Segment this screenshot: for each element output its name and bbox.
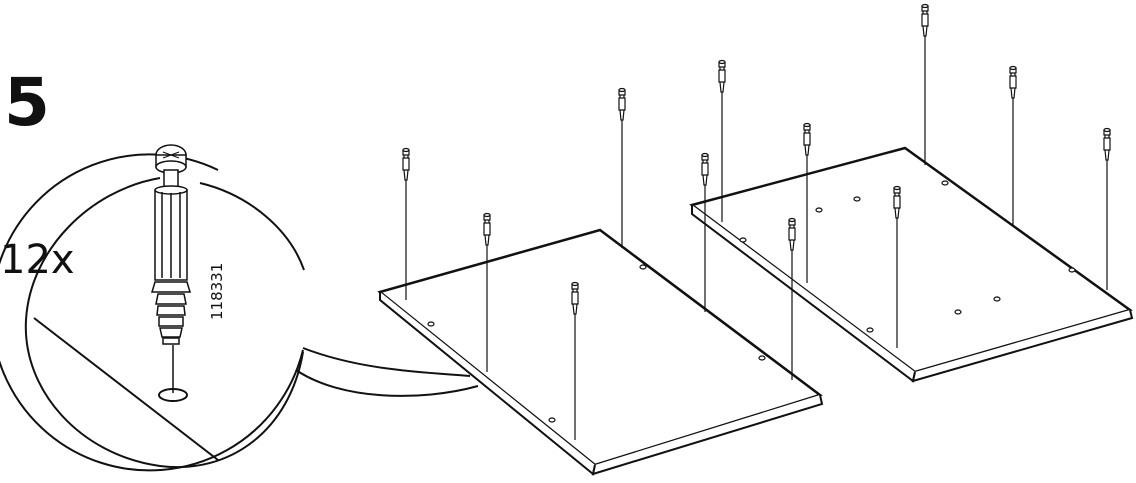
detail-callout [0,153,479,472]
panel-holes [427,180,1076,423]
dowel-icon [718,59,726,222]
panel-edge-line [33,317,219,461]
dowel-icon [1009,65,1017,225]
cam-lock-dowel-icon [150,144,192,345]
panel-right [689,146,1134,383]
step-number: 5 [4,64,50,141]
dowel-icon [788,217,796,380]
part-quantity: 12x [0,237,75,283]
callout-outline [24,177,305,469]
dowel-icon [483,212,491,372]
dowel-icon [893,185,901,348]
dowel-icon [571,281,579,440]
dowel-group [402,3,1111,440]
panel-left [377,228,824,476]
dowel-icon [701,152,709,312]
dowel-icon [1103,127,1111,290]
dowel-icon [921,3,929,165]
dowel-icon [803,122,811,283]
dowel-icon [402,147,410,300]
part-number: 118331 [208,262,226,320]
dowel-icon [618,87,626,248]
